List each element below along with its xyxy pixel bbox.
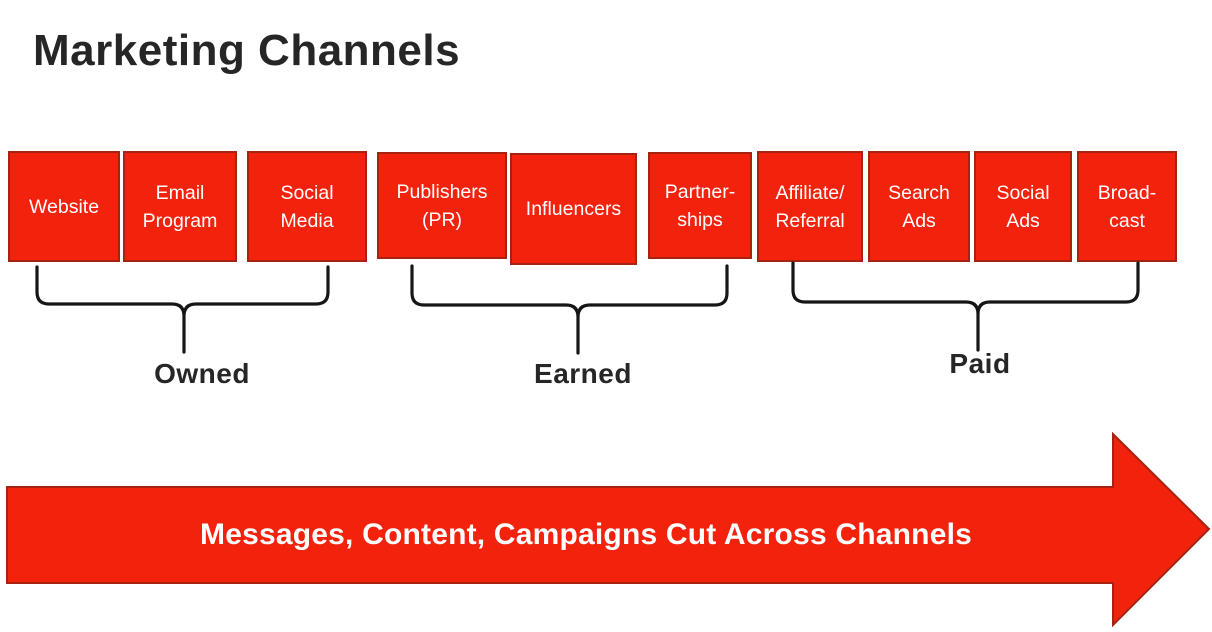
channel-box-search-ads: Search Ads xyxy=(868,151,970,262)
channel-box-website: Website xyxy=(8,151,120,262)
channel-box-broadcast: Broad- cast xyxy=(1077,151,1177,262)
earned-brace xyxy=(410,264,729,355)
channel-box-affiliate-referral: Affiliate/ Referral xyxy=(757,151,863,262)
channel-box-partnerships: Partner- ships xyxy=(648,152,752,259)
channel-box-social-ads: Social Ads xyxy=(974,151,1072,262)
page-title: Marketing Channels xyxy=(33,26,461,75)
arrow-label: Messages, Content, Campaigns Cut Across … xyxy=(200,518,972,551)
owned-brace xyxy=(35,265,330,354)
channel-box-influencers: Influencers xyxy=(510,153,637,265)
group-label-paid: Paid xyxy=(949,348,1011,379)
group-label-owned: Owned xyxy=(154,358,250,389)
channel-box-email-program: Email Program xyxy=(123,151,237,262)
channel-box-publishers-pr: Publishers (PR) xyxy=(377,152,507,259)
channel-box-social-media: Social Media xyxy=(247,151,367,262)
group-label-earned: Earned xyxy=(534,358,632,389)
paid-brace xyxy=(791,261,1140,352)
